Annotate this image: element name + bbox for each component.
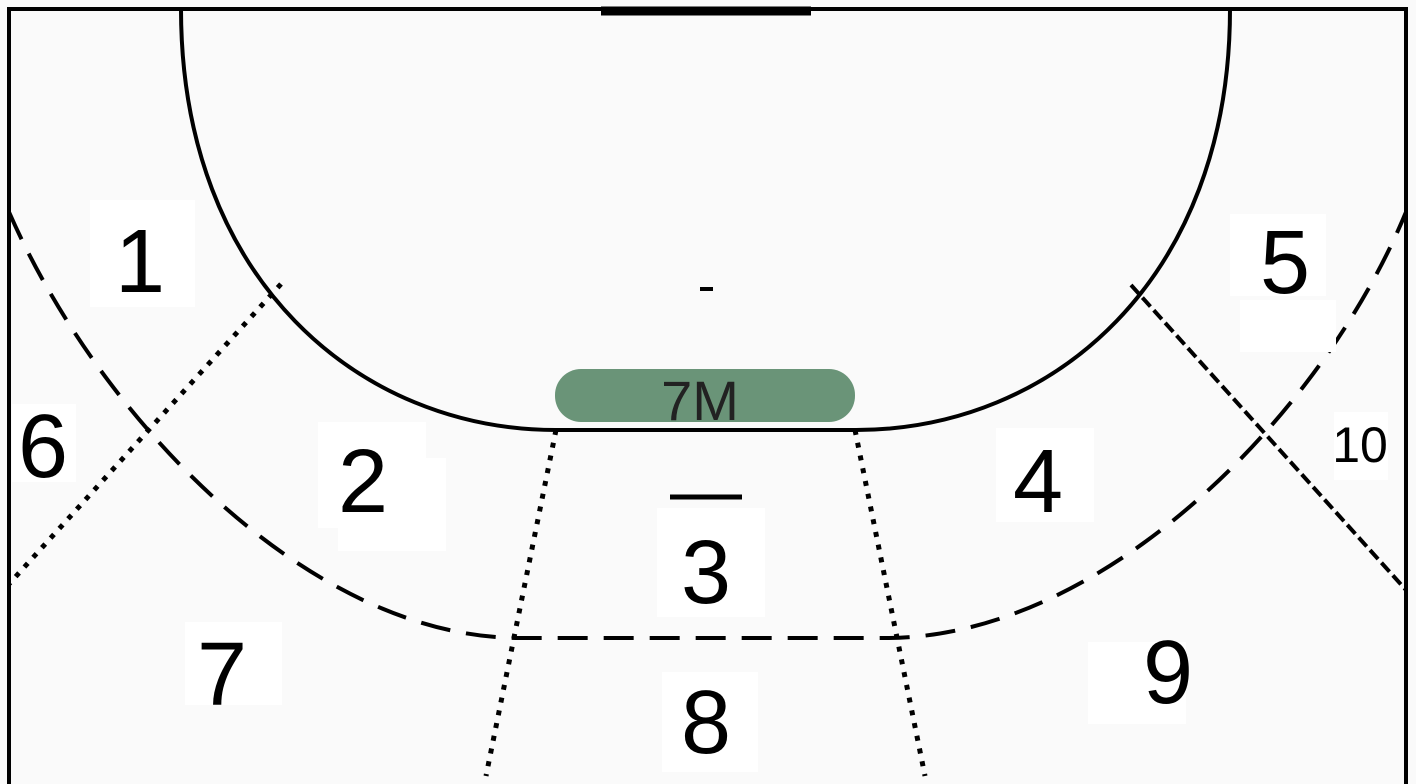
zone-4-label[interactable]: 4 bbox=[1013, 432, 1063, 532]
zone-6-box bbox=[12, 404, 76, 482]
zone-8-box bbox=[662, 672, 758, 772]
zone-1-box bbox=[90, 200, 195, 307]
zone-divider-left-wing bbox=[7, 282, 283, 586]
free-throw-line bbox=[7, 211, 1408, 640]
seven-meter-label: 7M bbox=[661, 369, 739, 432]
zone-5-label[interactable]: 5 bbox=[1260, 213, 1310, 313]
zone-10-box bbox=[1334, 412, 1388, 480]
zone-5-box-b bbox=[1240, 300, 1336, 352]
zone-3-box bbox=[657, 508, 765, 617]
zone-5-box bbox=[1230, 214, 1326, 296]
zone-7-label[interactable]: 7 bbox=[197, 625, 247, 725]
zone-7-box bbox=[185, 622, 282, 705]
zone-9-box bbox=[1088, 642, 1186, 724]
zone-1-label[interactable]: 1 bbox=[115, 212, 165, 312]
goal-area-line bbox=[179, 8, 1232, 432]
zone-9-label[interactable]: 9 bbox=[1143, 623, 1193, 723]
zone-divider-right-wing bbox=[1129, 283, 1408, 592]
zone-4-box bbox=[996, 428, 1094, 522]
zone-3-label[interactable]: 3 bbox=[681, 523, 731, 623]
zone-6-label[interactable]: 6 bbox=[18, 397, 68, 497]
zone-8-label[interactable]: 8 bbox=[681, 673, 731, 773]
seven-meter-marker[interactable] bbox=[555, 369, 855, 422]
zone-2-label[interactable]: 2 bbox=[338, 432, 388, 532]
zone-2-box-b bbox=[338, 458, 446, 551]
zone-10-label[interactable]: 10 bbox=[1332, 417, 1388, 473]
